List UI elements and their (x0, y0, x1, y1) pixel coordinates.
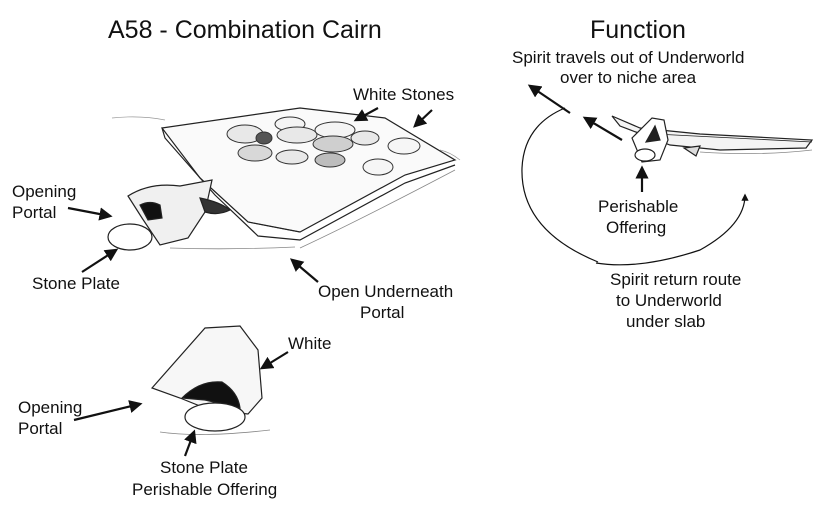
label-opening-portal-line1: Opening (12, 182, 77, 201)
label-white-stones: White Stones (353, 85, 455, 104)
portal-detail-sketch (150, 325, 271, 435)
main-title: A58 - Combination Cairn (108, 16, 382, 44)
label-perishable-line1: Perishable (598, 197, 679, 216)
opening-portal-niche (107, 179, 232, 251)
label-stone-plate: Stone Plate (32, 274, 120, 293)
label-spirit-out-line1: Spirit travels out of Underworld (512, 48, 745, 67)
label-bottom-stone-plate-line1: Stone Plate (160, 458, 248, 477)
label-return-line1: Spirit return route (610, 270, 742, 289)
label-open-underneath-line1: Open Underneath (318, 282, 454, 301)
diagram-arrows (67, 84, 749, 457)
white-stones-cluster (226, 116, 421, 176)
label-perishable-line2: Offering (606, 218, 667, 237)
label-return-line2: to Underworld (616, 291, 722, 310)
label-bottom-opening-portal-line1: Opening (18, 398, 83, 417)
label-opening-portal-line2: Portal (12, 203, 57, 222)
function-title: Function (590, 16, 686, 44)
label-open-underneath-line2: Portal (360, 303, 405, 322)
label-bottom-opening-portal-line2: Portal (18, 419, 63, 438)
label-white: White (288, 334, 332, 353)
label-return-line3: under slab (626, 312, 706, 331)
label-bottom-perishable-offering: Perishable Offering (132, 480, 278, 499)
label-spirit-out-line2: over to niche area (560, 68, 697, 87)
function-slab-sketch (611, 115, 814, 163)
